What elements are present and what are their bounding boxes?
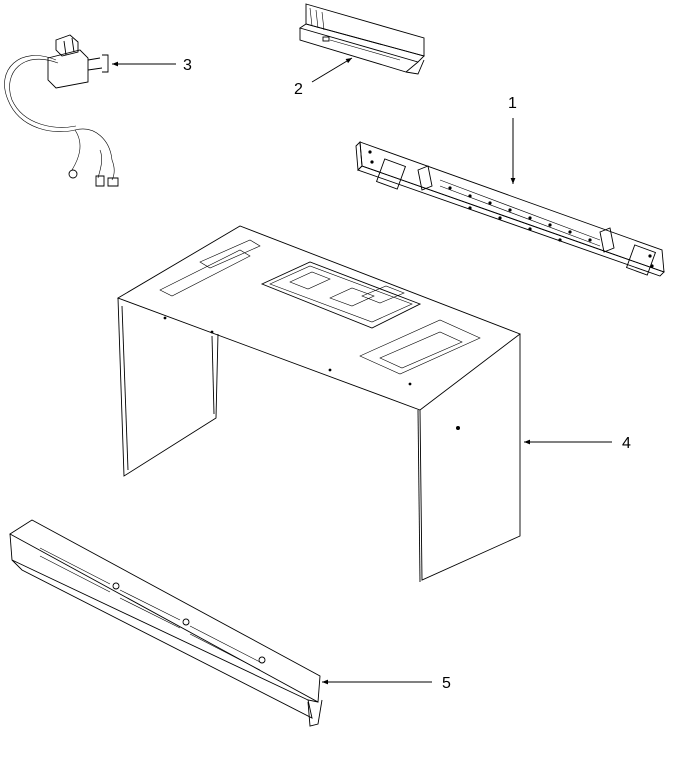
callout-leaders [112,57,612,685]
mounting-bracket-part [298,3,425,75]
power-cord-part [4,34,119,187]
callout-1: 1 [508,95,517,112]
callout-4: 4 [622,435,631,452]
mounting-plate-part [355,140,665,277]
callout-5: 5 [442,675,451,692]
vent-grille-part [9,519,323,727]
plate-holes [368,150,654,268]
leader-2 [311,57,353,83]
callout-2: 2 [294,81,303,98]
callout-3: 3 [183,57,192,74]
cabinet-wrapper-part [116,225,521,583]
callout-labels: 1 2 3 4 5 [183,57,631,692]
